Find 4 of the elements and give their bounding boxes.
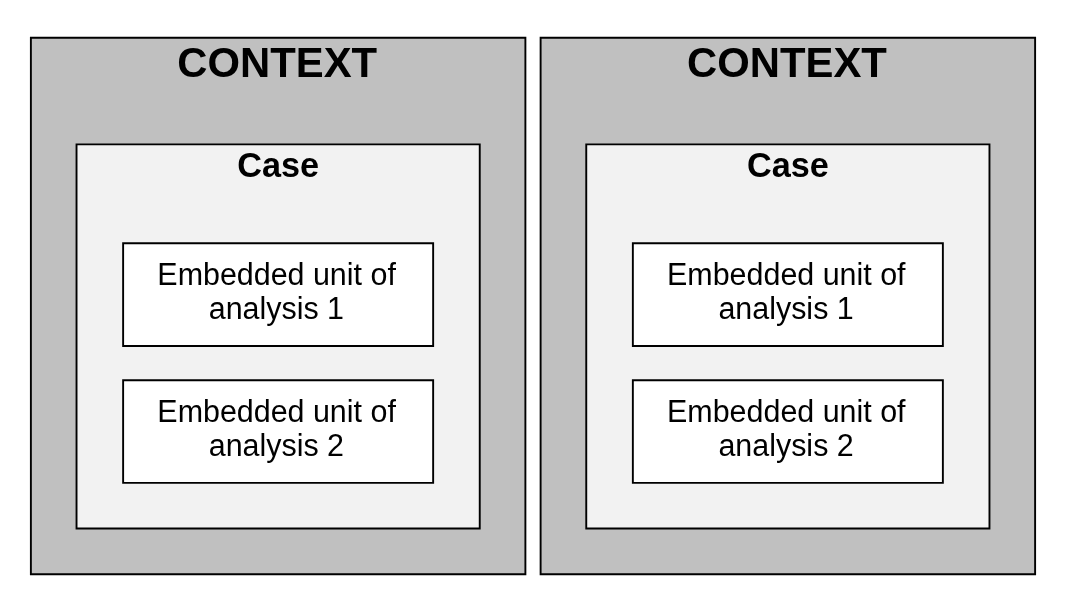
node-box: Embedded unit of analysis 2 — [631, 378, 944, 484]
node-box: Embedded unit of analysis 1 — [631, 241, 944, 347]
node-box: Embedded unit of analysis 2 — [122, 378, 435, 484]
node-box: Embedded unit of analysis 1 — [122, 241, 435, 347]
